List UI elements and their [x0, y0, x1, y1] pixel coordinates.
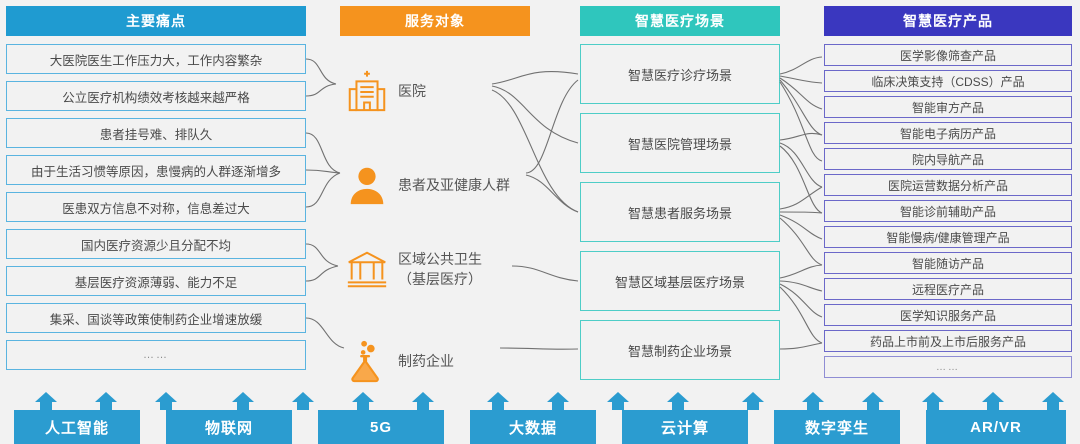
- up-arrow-icon: [352, 392, 374, 410]
- audience-item-hospital[interactable]: 医院: [340, 64, 426, 118]
- technology-item-digitaltwin[interactable]: 数字孪生: [774, 410, 900, 444]
- product-item[interactable]: 药品上市前及上市后服务产品: [824, 330, 1072, 352]
- audience-label: 医院: [398, 82, 426, 99]
- scene-item[interactable]: 智慧医疗诊疗场景: [580, 44, 780, 104]
- product-item[interactable]: 智能慢病/健康管理产品: [824, 226, 1072, 248]
- audience-label-line1: 区域公共卫生: [398, 250, 482, 267]
- person-icon: [340, 158, 394, 212]
- audience-label-line2: （基层医疗）: [398, 271, 482, 287]
- up-arrow-icon: [232, 392, 254, 410]
- pain-point-item[interactable]: 基层医疗资源薄弱、能力不足: [6, 266, 306, 296]
- hospital-icon: [340, 64, 394, 118]
- product-item[interactable]: 智能审方产品: [824, 96, 1072, 118]
- up-arrow-icon: [35, 392, 57, 410]
- column-scenes: 智慧医疗场景: [580, 6, 780, 36]
- audience-label: 患者及亚健康人群: [398, 176, 510, 193]
- up-arrow-icon: [487, 392, 509, 410]
- audience-label: 区域公共卫生 （基层医疗）: [398, 249, 482, 290]
- audience-item-public-health[interactable]: 区域公共卫生 （基层医疗）: [340, 242, 482, 296]
- product-item[interactable]: 临床决策支持（CDSS）产品: [824, 70, 1072, 92]
- column-header-products: 智慧医疗产品: [824, 6, 1072, 36]
- up-arrow-icon: [292, 392, 314, 410]
- column-header-service-audience: 服务对象: [340, 6, 530, 36]
- pain-point-item[interactable]: 患者挂号难、排队久: [6, 118, 306, 148]
- scene-item[interactable]: 智慧医院管理场景: [580, 113, 780, 173]
- pain-point-item[interactable]: 医患双方信息不对称，信息差过大: [6, 192, 306, 222]
- scene-item[interactable]: 智慧患者服务场景: [580, 182, 780, 242]
- up-arrow-icon: [982, 392, 1004, 410]
- government-icon: [340, 242, 394, 296]
- product-item[interactable]: 医院运营数据分析产品: [824, 174, 1072, 196]
- technology-item-5g[interactable]: 5G: [318, 410, 444, 444]
- pain-point-item-more[interactable]: ……: [6, 340, 306, 370]
- technology-item-cloud[interactable]: 云计算: [622, 410, 748, 444]
- audience-list: 医院 患者及亚健康人群 区域公共卫生 （基层医疗）: [334, 44, 544, 384]
- product-item[interactable]: 医学知识服务产品: [824, 304, 1072, 326]
- up-arrow-icon: [1042, 392, 1064, 410]
- flask-icon: [340, 334, 394, 388]
- product-item-more[interactable]: ……: [824, 356, 1072, 378]
- up-arrow-icon: [155, 392, 177, 410]
- up-arrow-icon: [922, 392, 944, 410]
- up-arrow-icon: [742, 392, 764, 410]
- up-arrow-icon: [862, 392, 884, 410]
- column-products: 智慧医疗产品: [824, 6, 1072, 36]
- pain-point-item[interactable]: 国内医疗资源少且分配不均: [6, 229, 306, 259]
- technology-item-ai[interactable]: 人工智能: [14, 410, 140, 444]
- column-pain-points: 主要痛点: [6, 6, 306, 36]
- scene-item[interactable]: 智慧制药企业场景: [580, 320, 780, 380]
- product-item[interactable]: 智能电子病历产品: [824, 122, 1072, 144]
- up-arrow-icon: [547, 392, 569, 410]
- up-arrow-icon: [667, 392, 689, 410]
- product-item[interactable]: 医学影像筛查产品: [824, 44, 1072, 66]
- pain-point-item[interactable]: 由于生活习惯等原因，患慢病的人群逐渐增多: [6, 155, 306, 185]
- audience-item-pharma[interactable]: 制药企业: [340, 334, 454, 388]
- pain-point-item[interactable]: 集采、国谈等政策使制药企业增速放缓: [6, 303, 306, 333]
- technology-item-bigdata[interactable]: 大数据: [470, 410, 596, 444]
- up-arrow-icon: [95, 392, 117, 410]
- up-arrow-icon: [802, 392, 824, 410]
- up-arrow-icon: [607, 392, 629, 410]
- product-item[interactable]: 智能诊前辅助产品: [824, 200, 1072, 222]
- scene-list: 智慧医疗诊疗场景 智慧医院管理场景 智慧患者服务场景 智慧区域基层医疗场景 智慧…: [580, 44, 780, 389]
- product-item[interactable]: 远程医疗产品: [824, 278, 1072, 300]
- technology-bar: 人工智能 物联网 5G 大数据 云计算 数字孪生 AR/VR: [0, 392, 1080, 444]
- product-item[interactable]: 院内导航产品: [824, 148, 1072, 170]
- product-item[interactable]: 智能随访产品: [824, 252, 1072, 274]
- pain-point-item[interactable]: 公立医疗机构绩效考核越来越严格: [6, 81, 306, 111]
- audience-label: 制药企业: [398, 352, 454, 369]
- column-header-scenes: 智慧医疗场景: [580, 6, 780, 36]
- product-list: 医学影像筛查产品 临床决策支持（CDSS）产品 智能审方产品 智能电子病历产品 …: [824, 44, 1072, 382]
- scene-item[interactable]: 智慧区域基层医疗场景: [580, 251, 780, 311]
- pain-point-list: 大医院医生工作压力大，工作内容繁杂 公立医疗机构绩效考核越来越严格 患者挂号难、…: [6, 44, 306, 377]
- audience-item-patients[interactable]: 患者及亚健康人群: [340, 158, 510, 212]
- column-header-pain-points: 主要痛点: [6, 6, 306, 36]
- technology-item-iot[interactable]: 物联网: [166, 410, 292, 444]
- column-service-audience: 服务对象: [340, 6, 530, 36]
- technology-item-arvr[interactable]: AR/VR: [926, 410, 1066, 444]
- pain-point-item[interactable]: 大医院医生工作压力大，工作内容繁杂: [6, 44, 306, 74]
- up-arrow-icon: [412, 392, 434, 410]
